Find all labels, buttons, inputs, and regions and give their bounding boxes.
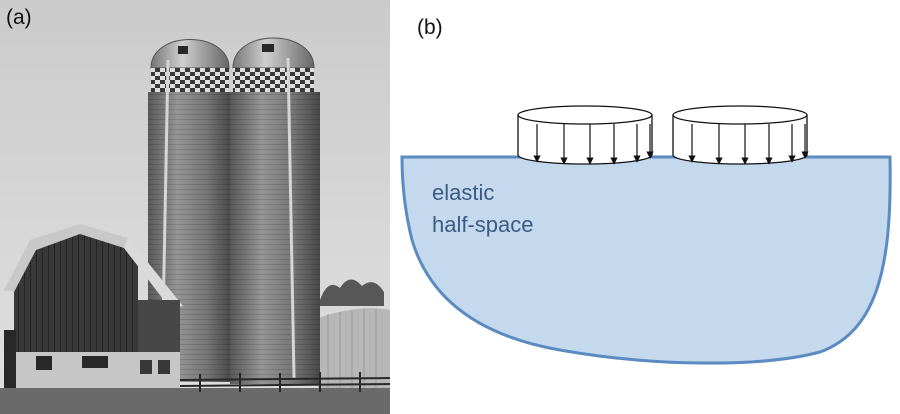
panel-b-label: (b) [417, 16, 443, 39]
elastic-half-space [400, 155, 892, 365]
half-space-label-line1: elastic [432, 180, 494, 205]
barn-window-2 [82, 356, 108, 368]
barn-gable [14, 234, 138, 356]
photo-ground [0, 388, 390, 414]
load-cylinder-2-top [672, 105, 808, 125]
silo-left-dome [150, 39, 230, 69]
silo-left-hatch [178, 46, 188, 54]
barn-side-roof [124, 238, 183, 308]
load-cylinder-1-top [517, 105, 653, 125]
photo-fence [179, 372, 391, 392]
silo-right-dome [232, 37, 315, 69]
silo-right [230, 37, 320, 384]
silo-left-checker [151, 68, 229, 92]
silo-right-chute [286, 57, 296, 379]
load-1-arrows [533, 124, 654, 165]
barn-roof [4, 224, 183, 308]
photo-trees [320, 279, 384, 306]
panel-a-label: (a) [6, 6, 32, 29]
barn-side-wall [138, 300, 180, 356]
silo-right-checker [233, 68, 314, 92]
panel-a-photo [0, 0, 391, 414]
barn-window-1 [36, 356, 52, 370]
half-space-label-line2: half-space [432, 212, 534, 237]
barn-window-4 [158, 360, 170, 374]
silo-right-hatch [262, 44, 274, 52]
barn-door-left [4, 330, 16, 392]
barn-window-3 [140, 360, 152, 374]
photo-quonset [318, 308, 390, 394]
load-cylinder-1 [517, 105, 653, 165]
load-cylinder-2 [672, 105, 808, 165]
barn [4, 224, 183, 392]
load-2-arrows [688, 124, 809, 165]
